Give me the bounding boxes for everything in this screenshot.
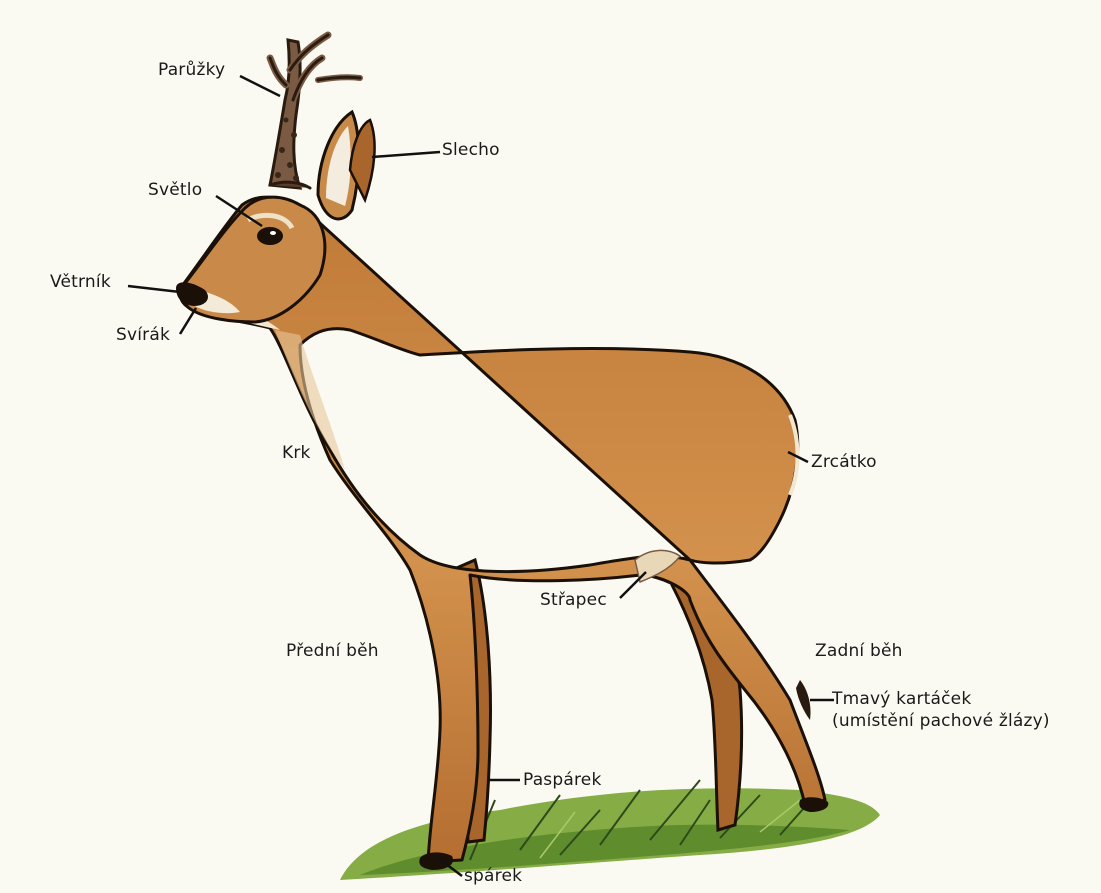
label-predni-beh: Přední běh xyxy=(286,641,379,661)
label-paspárek: Paspárek xyxy=(523,770,602,790)
label-sparek: spárek xyxy=(464,866,522,886)
label-tmavy-kartacek: Tmavý kartáček (umístění pachové žlázy) xyxy=(832,688,1050,732)
label-vetrnik: Větrník xyxy=(50,272,111,292)
label-slecho: Slecho xyxy=(442,140,500,160)
label-svetlo: Světlo xyxy=(148,180,202,200)
label-strapec: Střapec xyxy=(540,590,607,610)
eye xyxy=(257,227,283,245)
label-zadni-beh: Zadní běh xyxy=(815,641,903,661)
label-svirak: Svírák xyxy=(116,325,170,345)
label-paruzky: Parůžky xyxy=(158,60,225,80)
metatarsal-tuft xyxy=(796,680,811,720)
label-zrcatko: Zrcátko xyxy=(811,452,877,472)
label-krk: Krk xyxy=(282,443,311,463)
